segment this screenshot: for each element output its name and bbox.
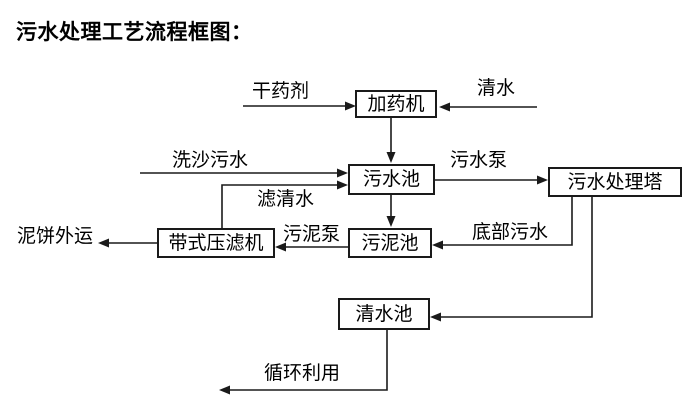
node-sewage-pool-label: 污水池 [362, 168, 420, 190]
node-dosing-machine: 加药机 [355, 90, 437, 118]
node-treatment-tower-label: 污水处理塔 [567, 170, 663, 193]
edge-label-clean-water: 清水 [477, 77, 516, 99]
arrow-bottom-sewage-to-sludge-pool [432, 197, 573, 250]
edge-label-sand-washing-sewage: 洗沙污水 [172, 149, 249, 171]
arrow-sand-washing-sewage-to-sewage-pool [140, 168, 348, 178]
edge-label-dry-agent: 干药剂 [252, 80, 310, 102]
node-clean-water-pool-label: 清水池 [355, 302, 413, 325]
edge-label-sewage-pump: 污水泵 [450, 149, 508, 171]
edge-label-mud-cake-out: 泥饼外运 [17, 225, 94, 247]
node-dosing-machine-label: 加药机 [367, 92, 425, 115]
arrow-filtered-water-to-sewage-pool [221, 180, 348, 228]
node-sludge-pool-label: 污泥池 [361, 231, 419, 254]
arrow-sewage-pool-to-sludge-pool [386, 195, 396, 227]
arrow-clean-water-to-dosing-machine [439, 102, 537, 112]
node-sludge-pool: 污泥池 [348, 228, 432, 258]
arrow-clean-water-pool-to-recycling [219, 330, 388, 395]
node-sewage-pool: 污水池 [348, 164, 435, 195]
arrow-sludge-pump-to-belt-filter-press [275, 242, 348, 252]
node-belt-filter-press: 带式压滤机 [157, 228, 275, 258]
node-treatment-tower: 污水处理塔 [548, 167, 682, 197]
arrow-sewage-pump-to-treatment-tower [435, 175, 548, 185]
edge-label-recycling: 循环利用 [264, 362, 341, 384]
page-title: 污水处理工艺流程框图： [16, 20, 253, 44]
node-clean-water-pool: 清水池 [338, 298, 430, 330]
arrow-belt-filter-press-to-mud-cake-out [98, 238, 157, 248]
edge-label-bottom-sewage: 底部污水 [472, 221, 549, 243]
arrow-dosing-machine-to-sewage-pool [386, 118, 396, 163]
edge-label-sludge-pump: 污泥泵 [283, 223, 341, 245]
edge-label-filtered-water: 滤清水 [257, 188, 315, 210]
arrow-treatment-tower-to-clean-water-pool [430, 197, 593, 322]
node-belt-filter-press-label: 带式压滤机 [168, 231, 264, 254]
arrow-dry-agent-to-dosing-machine [243, 101, 356, 111]
